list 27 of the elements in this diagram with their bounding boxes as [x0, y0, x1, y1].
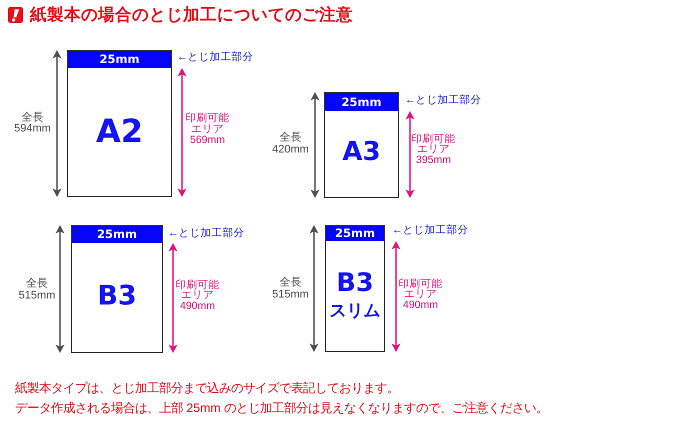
paper-sheet: [324, 92, 399, 198]
binding-band: 25mm: [72, 226, 162, 243]
binding-band: 25mm: [326, 226, 384, 241]
title: 紙製本の場合のとじ加工についてのご注意: [30, 6, 353, 25]
size-label: B3: [97, 282, 137, 310]
binding-note: ←とじ加工部分: [177, 51, 254, 63]
paper-sheet: [325, 225, 385, 352]
paper-sheet: [71, 225, 163, 353]
length-label: 全長515mm: [271, 278, 310, 300]
length-label: 全長420mm: [271, 132, 310, 156]
area-label: 印刷可能エリア395mm: [411, 133, 456, 166]
size-label: A2: [96, 115, 144, 147]
area-label: 印刷可能エリア569mm: [185, 112, 230, 146]
binding-note: ←とじ加工部分: [405, 94, 482, 106]
binding-band: 25mm: [68, 51, 171, 68]
note: データ作成される場合は、上部 25mm のとじ加工部分は見えなくなりますので、ご注意ください。: [15, 401, 548, 416]
size-label: A3: [342, 139, 381, 165]
size-label: B3スリム: [328, 269, 382, 323]
binding-note: ←とじ加工部分: [168, 226, 244, 238]
binding-note: ←とじ加工部分: [392, 224, 468, 236]
length-label: 全長594mm: [13, 112, 52, 135]
area-label: 印刷可能エリア490mm: [175, 279, 220, 312]
note: 紙製本タイプは、とじ加工部分まで込みのサイズで表記しております。: [15, 381, 399, 396]
area-label: 印刷可能エリア490mm: [398, 278, 443, 311]
length-label: 全長515mm: [18, 278, 56, 302]
binding-band: 25mm: [325, 93, 398, 111]
paper-sheet: [67, 50, 172, 197]
